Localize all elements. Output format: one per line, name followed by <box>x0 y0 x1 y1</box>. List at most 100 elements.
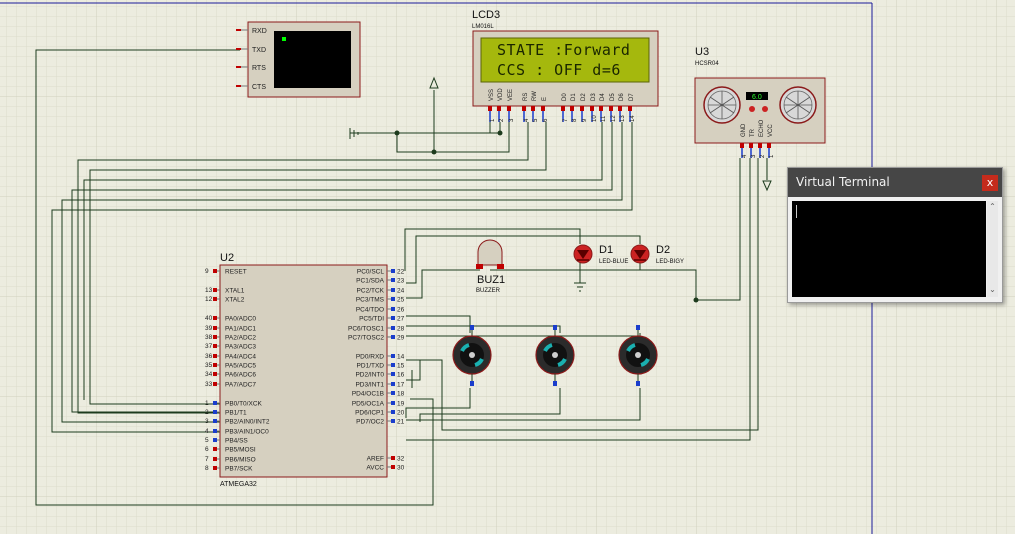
mcu-model: ATMEGA32 <box>220 481 257 488</box>
mcu-pin[interactable] <box>213 269 217 273</box>
lcd-pin-number: 12 <box>611 115 617 122</box>
motor-2[interactable] <box>535 325 575 386</box>
vertical-scrollbar[interactable]: ⌃ ⌄ <box>987 201 998 297</box>
mcu-pin[interactable] <box>391 307 395 311</box>
mcu-pin-label: PC7/TOSC2 <box>348 335 384 342</box>
scroll-down-icon[interactable]: ⌄ <box>989 285 996 294</box>
mcu-pin[interactable] <box>391 456 395 460</box>
lcd-pin-number: 2 <box>499 118 505 122</box>
motor-shaft-icon <box>469 352 475 358</box>
mcu-pin-label: PB1/T1 <box>225 410 247 417</box>
terminal-output[interactable] <box>792 201 986 297</box>
lcd-pin[interactable] <box>590 106 594 111</box>
mcu-pin[interactable] <box>213 316 217 320</box>
mcu-pin[interactable] <box>391 391 395 395</box>
lcd-pin[interactable] <box>561 106 565 111</box>
motor-field-icon <box>474 357 484 367</box>
mcu-pin[interactable] <box>391 372 395 376</box>
mcu-pin-number: 38 <box>205 334 213 341</box>
mcu-pin[interactable] <box>213 297 217 301</box>
mcu-pin-label: PD7/OC2 <box>356 419 384 426</box>
mcu-pin[interactable] <box>391 354 395 358</box>
mcu-pin[interactable] <box>213 335 217 339</box>
lcd-pin[interactable] <box>541 106 545 111</box>
mcu-pin[interactable] <box>213 401 217 405</box>
mcu-pin[interactable] <box>391 410 395 414</box>
lcd-pin[interactable] <box>497 106 501 111</box>
mcu-pin-number: 4 <box>205 428 209 435</box>
mcu-pin[interactable] <box>391 297 395 301</box>
mcu-pin[interactable] <box>391 382 395 386</box>
mcu-pin[interactable] <box>213 326 217 330</box>
mcu-pin[interactable] <box>213 382 217 386</box>
mcu-pin[interactable] <box>391 269 395 273</box>
mcu-pin-number: 27 <box>397 316 405 323</box>
motor-field-icon <box>460 343 470 353</box>
scroll-up-icon[interactable]: ⌃ <box>989 202 996 211</box>
mcu-pin-number: 13 <box>205 287 213 294</box>
mcu-pin[interactable] <box>391 326 395 330</box>
lcd-pin-number: 4 <box>524 118 530 122</box>
virtual-terminal-window[interactable]: Virtual Terminal x ⌃ ⌄ <box>787 167 1003 303</box>
mcu-pin-number: 19 <box>397 401 405 408</box>
motor-shaft-icon <box>552 352 558 358</box>
mcu-pin[interactable] <box>213 466 217 470</box>
hcsr04-pin[interactable] <box>758 143 762 148</box>
mcu-pin-number: 12 <box>205 296 213 303</box>
lcd-pin[interactable] <box>488 106 492 111</box>
lcd-pins: VSS1VDD2VEE3RS4RW5E6D07D18D29D310D411D51… <box>488 88 636 122</box>
buzzer[interactable]: BUZ1 BUZZER <box>476 239 505 294</box>
mcu-pin[interactable] <box>391 316 395 320</box>
mcu-pin[interactable] <box>391 419 395 423</box>
mcu-pin[interactable] <box>391 401 395 405</box>
mcu-pin[interactable] <box>213 457 217 461</box>
mcu-pin-number: 34 <box>205 371 213 378</box>
mcu-pin[interactable] <box>391 363 395 367</box>
virtual-terminal-titlebar[interactable]: Virtual Terminal x <box>788 168 1002 197</box>
led-d2[interactable]: D2 LED-BIGY <box>630 244 684 265</box>
lcd-pin[interactable] <box>570 106 574 111</box>
lcd-pin[interactable] <box>522 106 526 111</box>
lcd-module[interactable]: LCD3 LM016L STATE :Forward CCS : OFF d=6… <box>472 9 659 122</box>
mcu-pin-number: 39 <box>205 325 213 332</box>
buzzer-ref: BUZ1 <box>477 274 505 286</box>
led-d1[interactable]: D1 LED-BLUE <box>573 244 628 265</box>
mcu-pin[interactable] <box>391 335 395 339</box>
lcd-pin[interactable] <box>507 106 511 111</box>
lcd-pin-label: VEE <box>508 89 514 101</box>
serial-monitor[interactable]: RXD TXD RTS CTS <box>236 21 361 98</box>
hcsr04-pin[interactable] <box>749 143 753 148</box>
lcd-pin[interactable] <box>618 106 622 111</box>
lcd-pin[interactable] <box>580 106 584 111</box>
diode-symbol-icon <box>634 250 646 259</box>
mcu-pin[interactable] <box>213 419 217 423</box>
mcu-pin-number: 6 <box>205 446 209 453</box>
hcsr04-pin[interactable] <box>767 143 771 148</box>
lcd-pin[interactable] <box>599 106 603 111</box>
mcu-pin[interactable] <box>213 447 217 451</box>
lcd-pin[interactable] <box>609 106 613 111</box>
mcu-pin[interactable] <box>213 344 217 348</box>
mcu-pin[interactable] <box>391 465 395 469</box>
motor-3[interactable] <box>618 325 658 386</box>
mcu-pin[interactable] <box>213 372 217 376</box>
lcd-pin[interactable] <box>531 106 535 111</box>
mcu-pin[interactable] <box>213 363 217 367</box>
close-button[interactable]: x <box>982 175 998 191</box>
mcu-pin[interactable] <box>391 288 395 292</box>
lcd-pin[interactable] <box>628 106 632 111</box>
mcu-pin[interactable] <box>213 354 217 358</box>
lcd-pin-label: D3 <box>591 93 597 101</box>
mcu-pin[interactable] <box>213 410 217 414</box>
mcu-pin[interactable] <box>213 288 217 292</box>
mcu-pin[interactable] <box>213 438 217 442</box>
lcd-pin-number: 6 <box>543 118 549 122</box>
motor-1[interactable] <box>452 325 492 386</box>
mcu-pin[interactable] <box>391 278 395 282</box>
hcsr04-model: HCSR04 <box>695 61 719 67</box>
mcu-pin[interactable] <box>213 429 217 433</box>
mcu-pin-number: 36 <box>205 353 213 360</box>
hcsr04-pin[interactable] <box>740 143 744 148</box>
